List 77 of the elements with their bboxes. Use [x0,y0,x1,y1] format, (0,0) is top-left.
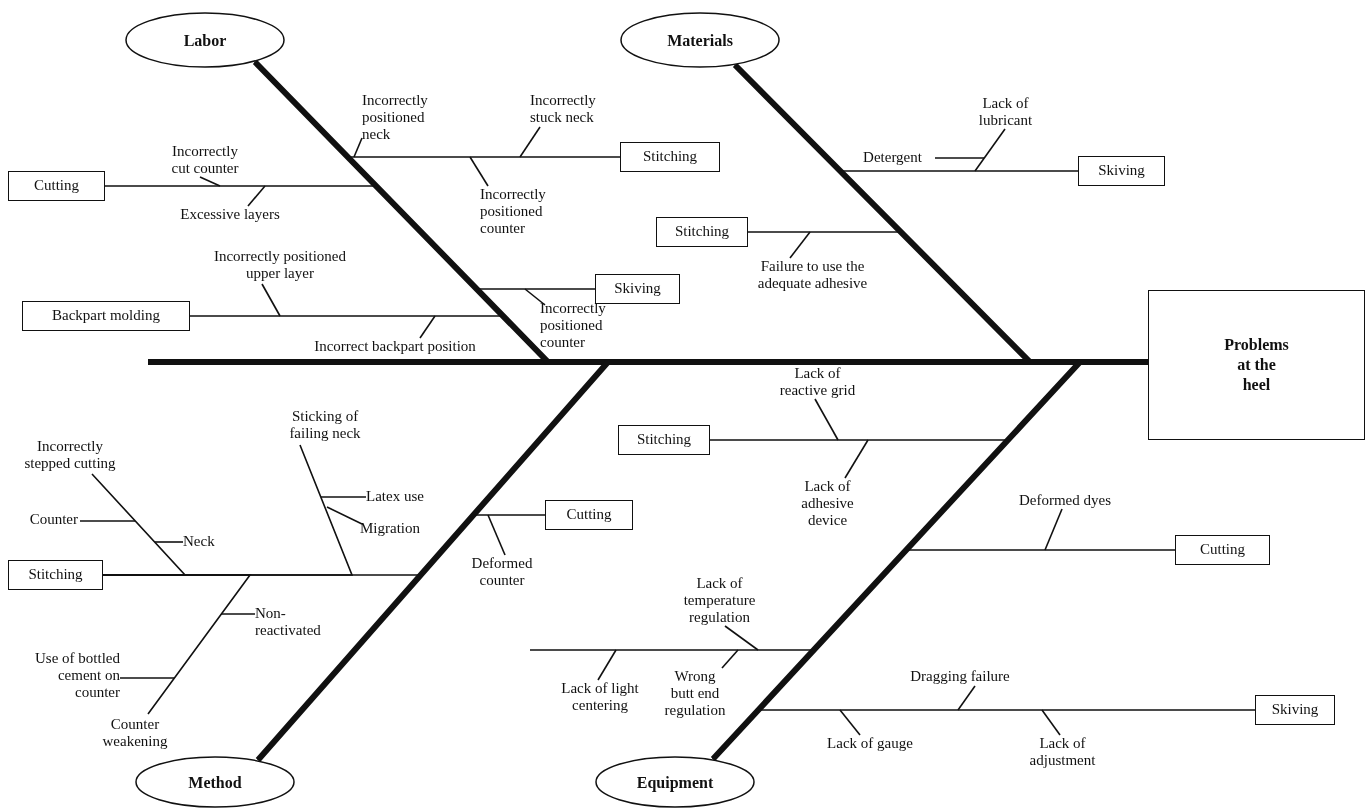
cause-label: Dragging failure [910,668,1010,685]
tick-line [79,520,136,522]
problem-box: Problems at the heel [1148,290,1365,440]
cause-label: Incorrect backpart position [314,338,476,355]
tick-line [1041,709,1061,736]
cause-label: Migration [360,520,420,537]
cause-label: Lack of adjustment [1020,735,1105,769]
cause-label: Non-reactivated [255,605,345,639]
tick-line [320,496,367,498]
cause-label: Excessive layers [180,206,280,223]
cause-box: Cutting [8,171,105,201]
cause-label: Lack of reactive grid [770,365,865,399]
cause-label: Incorrectly stuck neck [530,92,610,126]
category-ellipse: Equipment [595,756,755,808]
cause-box: Stitching [618,425,710,455]
tick-line [487,514,506,556]
branch-line [91,473,187,576]
tick-line [597,649,617,681]
cause-label: Lack of temperature regulation [672,575,767,626]
tick-line [814,398,839,441]
cause-box: Stitching [8,560,103,590]
tick-line [524,288,546,306]
cause-label: Deformed dyes [1018,492,1112,509]
tick-line [353,137,363,158]
cause-label: Detergent [863,149,922,166]
cause-label: Incorrectly cut counter [165,143,245,177]
tick-line [261,283,281,317]
cause-label: Lack of adhesive device [790,478,865,529]
cause-label: Use of bottled cement on counter [20,650,120,701]
tick-line [154,541,184,543]
category-ellipse: Labor [125,12,285,68]
cause-label: Lack of lubricant [968,95,1043,129]
tick-line [789,231,811,259]
cause-label: Wrong butt end regulation [662,668,728,719]
cause-label: Incorrectly stepped cutting [15,438,125,472]
branch-line [712,709,1256,760]
tick-line [326,506,363,525]
tick-line [844,439,869,479]
tick-line [839,709,861,736]
tick-line [724,625,759,651]
cause-box: Cutting [545,500,633,530]
tick-line [519,126,541,158]
branch-line [102,574,252,715]
cause-label: Neck [183,533,215,550]
cause-label: Incorrectly positioned counter [480,186,560,237]
cause-label: Sticking of failing neck [280,408,370,442]
tick-line [220,613,256,615]
tick-line [1044,508,1063,551]
tick-line [419,315,436,339]
cause-label: Counter weakening [95,716,175,750]
category-ellipse: Method [135,756,295,808]
cause-box: Stitching [656,217,748,247]
cause-label: Failure to use the adequate adhesive [745,258,880,292]
cause-label: Incorrectly positioned upper layer [205,248,355,282]
cause-box: Stitching [620,142,720,172]
cause-label: Deformed counter [462,555,542,589]
cause-label: Latex use [366,488,424,505]
tick-line [974,128,1006,172]
cause-box: Cutting [1175,535,1270,565]
tick-line [934,157,985,159]
cause-box: Backpart molding [22,301,190,331]
cause-box: Skiving [1255,695,1335,725]
cause-label: Lack of light centering [557,680,643,714]
cause-box: Skiving [595,274,680,304]
tick-line [469,156,489,187]
cause-label: Incorrectly positioned neck [362,92,442,143]
tick-line [721,649,739,669]
bone-line [710,359,1148,762]
tick-line [199,176,221,187]
cause-label: Counter [29,511,78,528]
cause-label: Lack of gauge [827,735,913,752]
tick-line [119,677,175,679]
branch-line [257,514,546,761]
category-ellipse: Materials [620,12,780,68]
cause-box: Skiving [1078,156,1165,186]
tick-line [957,685,976,711]
tick-line [247,185,266,207]
